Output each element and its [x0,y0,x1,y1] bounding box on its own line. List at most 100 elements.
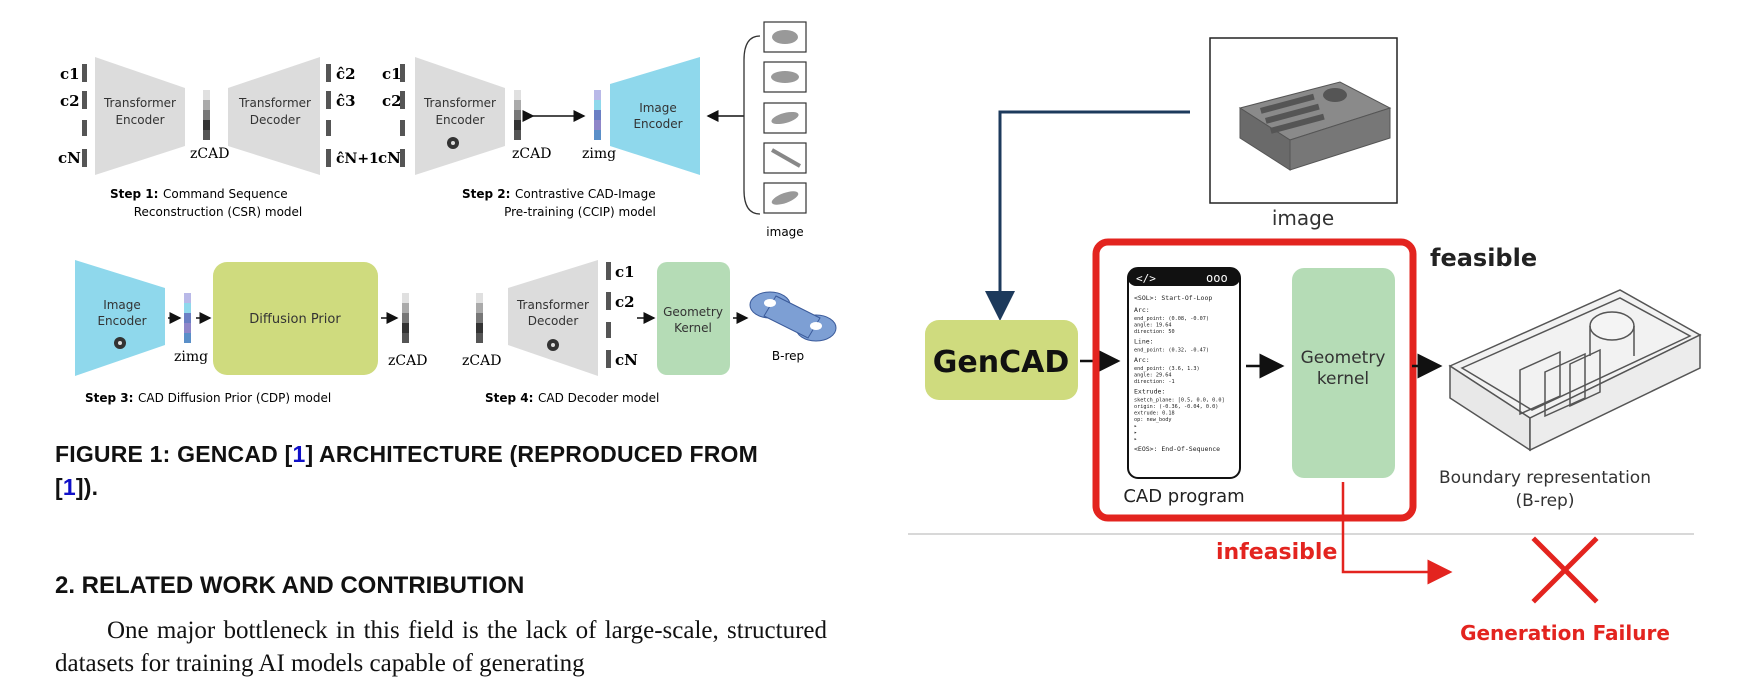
step4-geometry-kernel [657,262,730,375]
step4-kernel-label-2: Kernel [674,321,712,335]
step4-decoder-label-1: Transformer [516,298,589,312]
step3-image-encoder-label-2: Encoder [97,314,146,328]
step1-transformer-encoder [95,57,185,175]
code-line: direction: 50 [1134,329,1175,335]
image-to-gencad-arrow [985,110,1190,321]
step2-encoder-label-1: Transformer [423,96,496,110]
code-line: origin: (-0.36, -0.04, 0.0) [1134,404,1218,410]
code-line: <EOS>: End-Of-Sequence [1134,445,1220,453]
code-line: extrude: 0.18 [1134,411,1175,417]
step1-decoder-label-1: Transformer [238,96,311,110]
step2-image-encoder-label-1: Image [639,101,677,115]
zcad-vector-3 [402,293,409,343]
step2-image-label: image [766,225,803,239]
code-line: Arc: [1134,306,1150,314]
step1-bold: Step 1: [110,187,158,201]
step4-token-cN: cN [615,351,638,369]
code-line: ▸ [1134,437,1137,443]
step4-kernel-label-1: Geometry [663,305,723,319]
brep-label-2: (B-rep) [1516,491,1575,511]
caption-suffix: ]). [75,474,99,500]
infeasible-label: infeasible [1216,540,1337,565]
cad-part-render [1238,81,1392,171]
step1-transformer-decoder [228,57,320,175]
step2-transformer-encoder [415,57,505,175]
feasible-label: feasible [1430,244,1537,272]
token-c2: c2 [60,92,80,110]
zcad-label-3: zCAD [388,353,427,369]
geometry-kernel-box [1292,268,1395,478]
gencad-box [925,320,1078,400]
token-chatN1: ĉN+1 [336,151,379,167]
caption-prefix2: [ [55,474,63,500]
body-paragraph-text: One major bottleneck in this field is th… [55,617,827,677]
code-line: Extrude: [1134,388,1165,396]
code-line: end_point: (0.08, -0.07) [1134,316,1209,322]
step4-transformer-decoder [508,260,598,376]
step2-encoder-label-2: Encoder [435,113,484,127]
cad-program-label: CAD program [1123,486,1244,507]
code-line: end_point: (3.6, 1.3) [1134,366,1200,372]
step1-decoder-label-2: Decoder [250,113,301,127]
step1-encoder-label-1: Transformer [103,96,176,110]
zcad-label-4: zCAD [462,353,501,369]
caption-middle: ] ARCHITECTURE (REPRODUCED FROM [305,441,759,467]
input-image-label: image [1272,206,1334,230]
zimg-vector-2 [184,293,191,343]
code-line: angle: 29.64 [1134,373,1171,379]
zimg-label-1: zimg [582,146,616,162]
failure-x-icon [1531,536,1599,604]
step3-line: CAD Diffusion Prior (CDP) model [138,391,331,405]
feasibility-frame [1092,238,1417,522]
step4-brep-label: B-rep [772,349,804,363]
zcad-label-1: zCAD [190,146,229,162]
caption-ref-link[interactable]: 1 [62,474,76,500]
brep-label-1: Boundary representation [1439,468,1651,488]
infeasible-arrow [1341,482,1453,585]
brep-wireframe [1448,289,1702,452]
step3-image-encoder [75,260,165,376]
image-thumbnails [763,21,807,214]
step3-bold: Step 3: [85,391,133,405]
zcad-vector-2 [514,90,521,140]
step2-image-encoder-label-2: Encoder [633,117,682,131]
step3-image-encoder-label-1: Image [103,298,141,312]
figure-2-pipeline: image GenCAD feasible </> ooo <SOL>: Sta… [908,37,1702,645]
step4-decoder-label-2: Decoder [528,314,579,328]
step4-token-c2: c2 [615,293,635,311]
step4-line: CAD Decoder model [538,391,659,405]
code-tag-icon: </> [1136,272,1156,285]
figure-caption: FIGURE 1: GENCAD [1] ARCHITECTURE (REPRO… [55,438,830,504]
generation-failure-label: Generation Failure [1460,621,1670,645]
zcad-vector-1 [203,90,210,140]
body-paragraph: One major bottleneck in this field is th… [55,614,827,680]
caption-ref-link[interactable]: 1 [292,441,306,467]
code-line: end_point: (0.32, -0.47) [1134,348,1209,354]
code-line: ▸ [1134,430,1137,436]
code-line: ▸ [1134,424,1137,430]
step4-diagram: zCAD Transformer Decoder c1 c2 cN Geomet… [462,260,837,405]
token-chat2: ĉ2 [336,65,356,83]
zimg-label-2: zimg [174,349,208,365]
step4-bold: Step 4: [485,391,533,405]
code-line: Line: [1134,338,1154,346]
step1-diagram: c1 c2 cN Transformer Encoder zCAD Transf… [58,57,379,219]
step2-token-cN: cN [378,149,401,167]
step3-diagram: Image Encoder zimg Diffusion Prior [75,260,427,405]
gencad-label: GenCAD [933,345,1069,380]
zcad-vector-4 [476,293,483,343]
code-line: <SOL>: Start-Of-Loop [1134,294,1212,302]
window-dots-icon: ooo [1206,271,1228,285]
code-line: direction: -1 [1134,379,1175,385]
step2-token-c1: c1 [382,65,402,83]
brep-shape [749,291,837,342]
code-line: angle: 19.64 [1134,323,1171,329]
step2-bold: Step 2: [462,187,510,201]
code-line: op: new_body [1134,417,1171,423]
token-cN: cN [58,149,81,167]
step2-line1: Contrastive CAD-Image [515,187,656,201]
caption-prefix: FIGURE 1: GENCAD [ [55,441,293,467]
zimg-vector-1 [594,90,601,140]
step1-line2: Reconstruction (CSR) model [134,205,303,219]
zcad-label-2: zCAD [512,146,551,162]
